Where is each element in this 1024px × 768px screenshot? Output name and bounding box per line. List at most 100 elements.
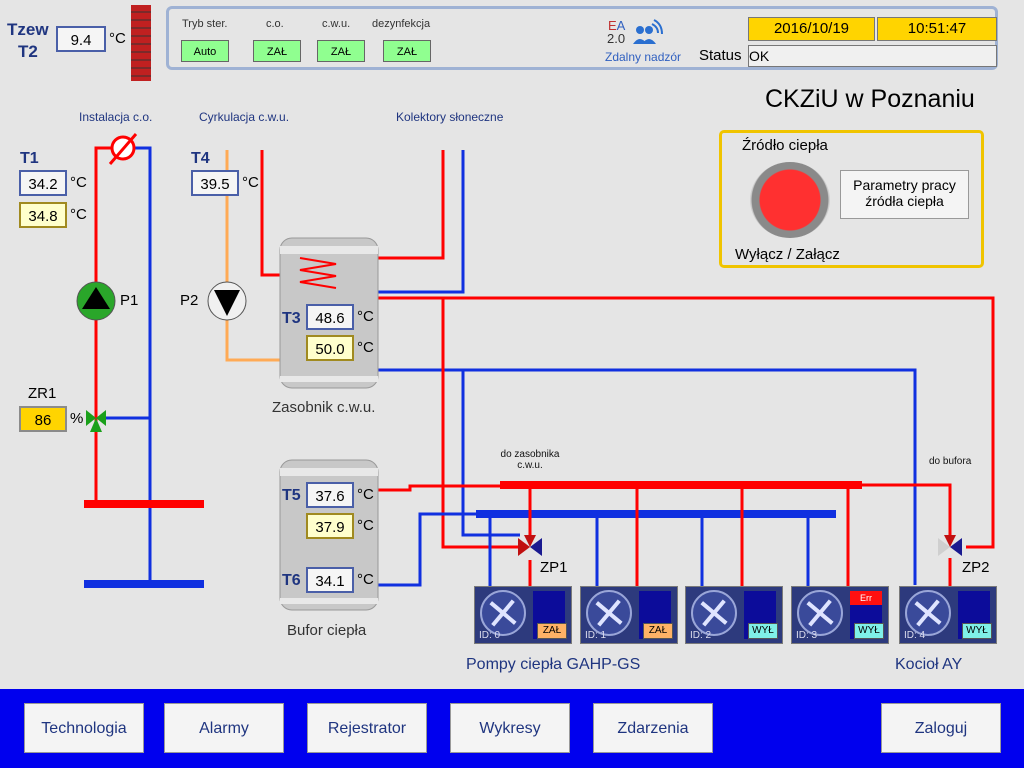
page-title: CKZiU w Poznaniu xyxy=(765,85,975,113)
zr1-unit: % xyxy=(70,410,84,427)
nav-login-button[interactable]: Zaloguj xyxy=(881,703,1001,753)
heat-pump-unit-2[interactable]: ID: 2 WYŁ xyxy=(685,586,783,644)
unit-state: ZAŁ xyxy=(643,623,673,639)
heat-source-params-button[interactable]: Parametry pracy źródła ciepła xyxy=(840,170,969,219)
nav-technology-button[interactable]: Technologia xyxy=(24,703,144,753)
unit-error-badge: Err xyxy=(850,591,882,605)
label-to-tank-line2: c.w.u. xyxy=(517,460,543,471)
zp1-hot-branch xyxy=(441,298,518,549)
label-circulation-cwu: Cyrkulacja c.w.u. xyxy=(199,110,290,124)
disinfection-toggle-button[interactable]: ZAŁ xyxy=(383,40,431,62)
label-to-tank-line1: do zasobnika xyxy=(500,449,560,460)
co-return-pipe xyxy=(132,146,152,582)
hot-manifold xyxy=(500,481,862,489)
zp2-hot-pipe xyxy=(862,483,952,535)
co-toggle-button[interactable]: ZAŁ xyxy=(253,40,301,62)
label-heat-pumps: Pompy ciepła GAHP-GS xyxy=(466,656,641,673)
cwu-header: c.w.u. xyxy=(322,18,351,30)
valve-zp2-icon xyxy=(938,535,962,556)
chimney-icon xyxy=(131,5,151,81)
disinfection-header: dezynfekcja xyxy=(372,18,431,30)
date-display: 2016/10/19 xyxy=(748,17,875,41)
co-supply-pipe xyxy=(94,146,116,502)
unit-state: WYŁ xyxy=(962,623,992,639)
label-boiler: Kocioł AY xyxy=(895,656,963,673)
zp2-label: ZP2 xyxy=(962,559,990,576)
params-button-line1: Parametry pracy xyxy=(853,177,956,193)
circulation-pipe xyxy=(225,150,290,362)
fan-icon xyxy=(691,590,737,636)
co-header: c.o. xyxy=(266,18,284,30)
t6-label: T6 xyxy=(282,572,301,589)
t3-unit-1: °C xyxy=(357,308,374,325)
t6-value: 34.1 xyxy=(306,567,354,593)
nav-events-button[interactable]: Zdarzenia xyxy=(593,703,713,753)
pump-p2-icon xyxy=(207,281,247,321)
valve-zr1-icon xyxy=(86,410,106,432)
t3-label: T3 xyxy=(282,310,301,327)
zr1-value[interactable]: 86 xyxy=(19,406,67,432)
t1-value-1: 34.2 xyxy=(19,170,67,196)
t1-value-2: 34.8 xyxy=(19,202,67,228)
t5-value-2: 37.9 xyxy=(306,513,354,539)
boiler-unit-4[interactable]: ID: 4 WYŁ xyxy=(899,586,997,644)
label-buffer: Bufor ciepła xyxy=(287,622,367,639)
unit-id: ID: 4 xyxy=(904,630,926,641)
nav-charts-button[interactable]: Wykresy xyxy=(450,703,570,753)
logo-e: E xyxy=(608,18,617,33)
heat-pump-unit-0[interactable]: ID: 0 ZAŁ xyxy=(474,586,572,644)
tank-hot-loop-pipe xyxy=(330,296,995,549)
nav-recorder-button[interactable]: Rejestrator xyxy=(307,703,427,753)
logo-version: 2.0 xyxy=(607,31,626,46)
heat-pump-unit-1[interactable]: ID: 1 ZAŁ xyxy=(580,586,678,644)
tank-cold-pipe xyxy=(330,368,917,585)
t5-value-1: 37.6 xyxy=(306,482,354,508)
fan-icon xyxy=(905,590,951,636)
cwu-toggle-button[interactable]: ZAŁ xyxy=(317,40,365,62)
t3-unit-2: °C xyxy=(357,339,374,356)
time-display: 10:51:47 xyxy=(877,17,997,41)
heat-source-title: Źródło ciepła xyxy=(742,137,828,154)
remote-label: Zdalny nadzór xyxy=(605,50,682,64)
outdoor-label-bottom: T2 xyxy=(18,42,38,61)
t3-value-2: 50.0 xyxy=(306,335,354,361)
label-installation-co: Instalacja c.o. xyxy=(79,110,153,124)
fan-icon xyxy=(586,590,632,636)
status-label: Status xyxy=(699,47,742,64)
unit-state: WYŁ xyxy=(748,623,778,639)
unit-id: ID: 2 xyxy=(690,630,712,641)
logo-a: A xyxy=(616,18,626,33)
outdoor-temp-value: 9.4 xyxy=(56,26,106,52)
t5-unit-1: °C xyxy=(357,486,374,503)
remote-users-icon xyxy=(633,19,663,44)
heat-source-toggle-button[interactable] xyxy=(750,162,830,238)
label-tank-cwu: Zasobnik c.w.u. xyxy=(272,399,376,416)
heat-pump-unit-3[interactable]: Err ID: 3 WYŁ xyxy=(791,586,889,644)
label-to-buffer: do bufora xyxy=(929,456,972,467)
cold-manifold xyxy=(476,510,836,518)
t6-unit: °C xyxy=(357,571,374,588)
t4-unit: °C xyxy=(242,174,259,191)
unit-id: ID: 1 xyxy=(585,630,607,641)
zp1-cold-branch xyxy=(461,370,520,537)
tank-coil-icon xyxy=(299,257,337,289)
t4-label: T4 xyxy=(191,150,210,167)
solar-return-pipe xyxy=(350,150,465,294)
t5-unit-2: °C xyxy=(357,517,374,534)
label-to-tank: do zasobnika c.w.u. xyxy=(496,449,564,471)
unit-id: ID: 0 xyxy=(479,630,501,641)
unit-state: ZAŁ xyxy=(537,623,567,639)
buffer-cold-pipe xyxy=(375,512,478,587)
ea-logo: EA xyxy=(608,18,625,33)
co-supply-manifold xyxy=(84,500,204,508)
fan-icon xyxy=(797,590,843,636)
flowmeter-icon xyxy=(108,133,138,165)
t3-value-1: 48.6 xyxy=(306,304,354,330)
pump-p1-label: P1 xyxy=(120,292,139,309)
pump-p2-label: P2 xyxy=(180,292,199,309)
nav-alarms-button[interactable]: Alarmy xyxy=(164,703,284,753)
outdoor-temp-unit: °C xyxy=(109,30,126,47)
heat-source-toggle-label: Wyłącz / Załącz xyxy=(735,246,840,263)
mode-button[interactable]: Auto xyxy=(181,40,229,62)
heat-pump-connections xyxy=(488,489,850,590)
